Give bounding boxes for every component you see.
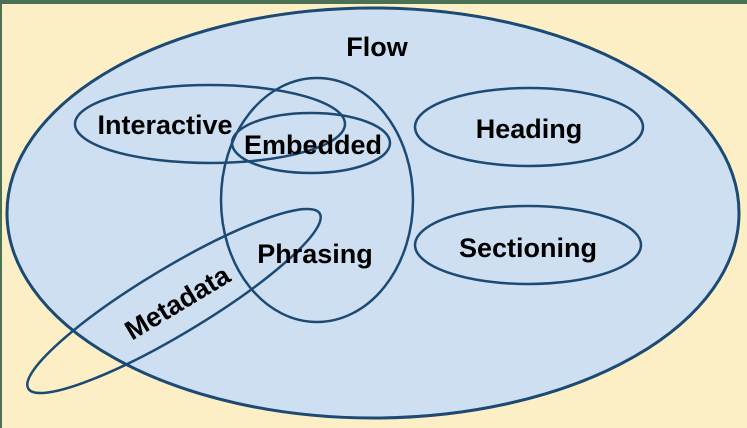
sectioning-label: Sectioning [459,233,597,263]
embedded-set-ellipse [230,111,392,175]
heading-set-ellipse [413,86,645,168]
phrasing-label: Phrasing [257,239,373,269]
sectioning-set-ellipse [413,204,643,286]
embedded-label: Embedded [244,130,382,160]
euler-diagram: Flow Interactive Embedded Heading Phrasi… [5,6,741,420]
interactive-label: Interactive [97,110,232,140]
flow-set-ellipse [5,6,741,420]
heading-label: Heading [476,114,583,144]
phrasing-set-ellipse [219,76,415,324]
metadata-set-ellipse [26,207,322,395]
interactive-set-ellipse [73,83,347,165]
flow-label: Flow [346,32,408,62]
